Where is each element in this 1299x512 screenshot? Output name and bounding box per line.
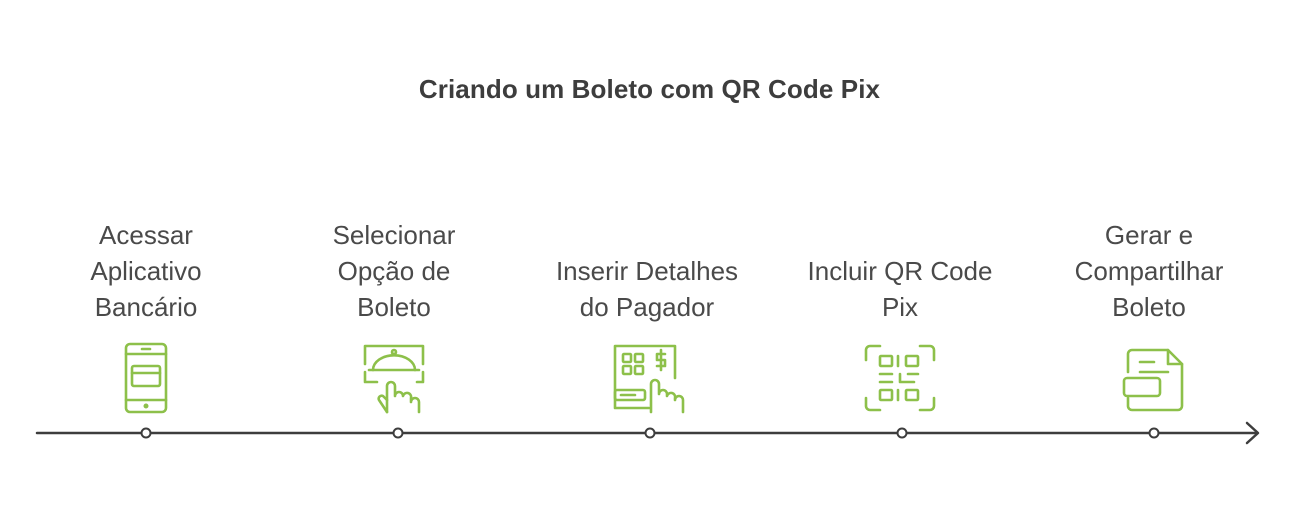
timeline-marker-5: [1148, 427, 1160, 439]
step-5-label: Gerar e Compartilhar Boleto: [1029, 217, 1269, 325]
step-3-label: Inserir Detalhes do Pagador: [527, 253, 767, 325]
step-4-label-line: Incluir QR Code: [807, 256, 993, 286]
step-1: Acessar Aplicativo Bancário: [26, 205, 266, 325]
step-2-label-line: Boleto: [357, 292, 431, 322]
timeline-marker-4: [896, 427, 908, 439]
smartphone-card-icon: [106, 340, 186, 420]
diagram-title: Criando um Boleto com QR Code Pix: [418, 74, 881, 104]
step-4: Incluir QR Code Pix: [780, 205, 1020, 325]
timeline-marker-3: [644, 427, 656, 439]
timeline-arrow-head: [1245, 421, 1260, 445]
step-3: Inserir Detalhes do Pagador: [527, 205, 767, 325]
timeline-marker-2: [392, 427, 404, 439]
step-2-label-line: Opção de: [337, 256, 451, 286]
step-5-label-line: Gerar e: [1104, 220, 1194, 250]
step-2: Selecionar Opção de Boleto: [274, 205, 514, 325]
step-3-label-line: Inserir Detalhes: [555, 256, 739, 286]
step-1-label: Acessar Aplicativo Bancário: [26, 217, 266, 325]
step-3-label-line: do Pagador: [579, 292, 715, 322]
keypad-payment-icon: [609, 340, 689, 420]
step-2-label-line: Selecionar: [332, 220, 456, 250]
step-5: Gerar e Compartilhar Boleto: [1029, 205, 1269, 325]
step-5-label-line: Compartilhar: [1074, 256, 1224, 286]
step-5-label-line: Boleto: [1112, 292, 1186, 322]
step-1-label-line: Bancário: [94, 292, 198, 322]
step-1-label-line: Aplicativo: [90, 256, 202, 286]
timeline-marker-1: [140, 427, 152, 439]
step-1-label-line: Acessar: [99, 220, 193, 250]
document-boleto-icon: [1114, 342, 1194, 422]
step-4-label-line: Pix: [881, 292, 919, 322]
touch-select-cloche-icon: [357, 340, 437, 420]
step-2-label: Selecionar Opção de Boleto: [274, 217, 514, 325]
qr-code-scan-icon: [862, 342, 942, 422]
step-4-label: Incluir QR Code Pix: [780, 253, 1020, 325]
